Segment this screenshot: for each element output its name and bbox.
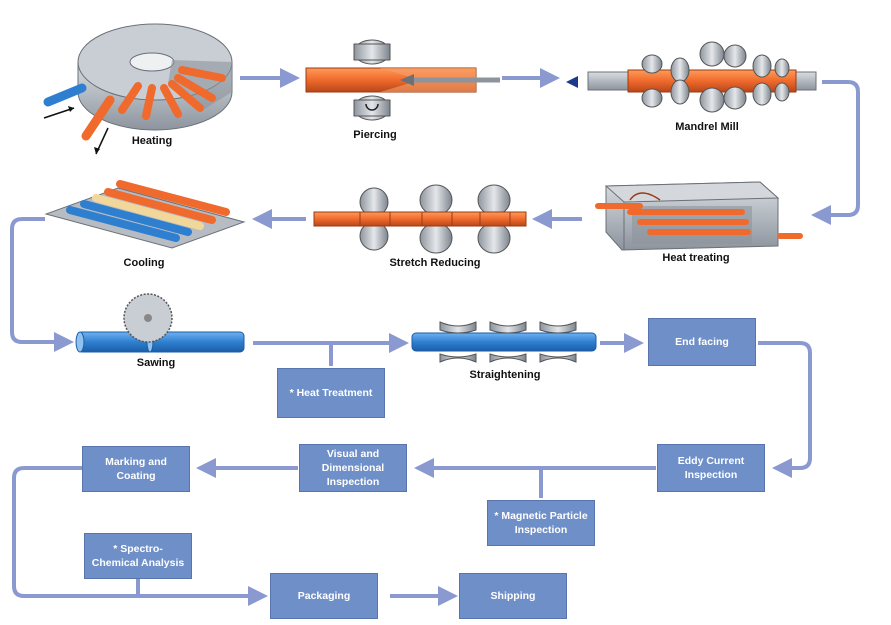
- heat-treating-furnace-illustration: [595, 181, 803, 251]
- heating-furnace-illustration: [43, 23, 233, 155]
- connector-end-facing-to-eddy: [758, 341, 812, 478]
- visual-dimensional-inspection-box: Visual and Dimensional Inspection: [299, 444, 407, 492]
- stage-label-stretch-reducing: Stretch Reducing: [389, 257, 481, 269]
- sawing-illustration: [75, 293, 245, 353]
- spectro-chemical-analysis-box: * Spectro-Chemical Analysis: [84, 533, 192, 579]
- connector-mandrel-to-heat-treating: [811, 80, 860, 225]
- heat-treatment-box: * Heat Treatment: [277, 368, 385, 418]
- eddy-current-inspection-box: Eddy Current Inspection: [657, 444, 765, 492]
- stage-label-straightening: Straightening: [469, 369, 541, 381]
- flow-connectors: [10, 68, 860, 606]
- stage-label-piercing: Piercing: [353, 129, 397, 141]
- marking-coating-box: Marking and Coating: [82, 446, 190, 492]
- end-facing-box: End facing: [648, 318, 756, 366]
- shipping-box: Shipping: [459, 573, 567, 619]
- mandrel-mill-illustration: [566, 41, 817, 113]
- connector-cooling-to-sawing: [10, 217, 74, 352]
- stage-label-cooling: Cooling: [123, 257, 165, 269]
- straightening-illustration: [411, 321, 597, 363]
- stage-label-sawing: Sawing: [136, 357, 176, 369]
- magnetic-particle-inspection-box: * Magnetic Particle Inspection: [487, 500, 595, 546]
- packaging-box: Packaging: [270, 573, 378, 619]
- stage-label-mandrel-mill: Mandrel Mill: [675, 121, 739, 133]
- cooling-bed-illustration: [44, 180, 246, 249]
- stretch-reducing-illustration: [313, 184, 527, 254]
- connector-marking-to-packaging: [12, 466, 268, 606]
- stage-label-heat-treating: Heat treating: [662, 252, 730, 264]
- piercing-illustration: [305, 39, 500, 121]
- stage-label-heating: Heating: [131, 135, 173, 147]
